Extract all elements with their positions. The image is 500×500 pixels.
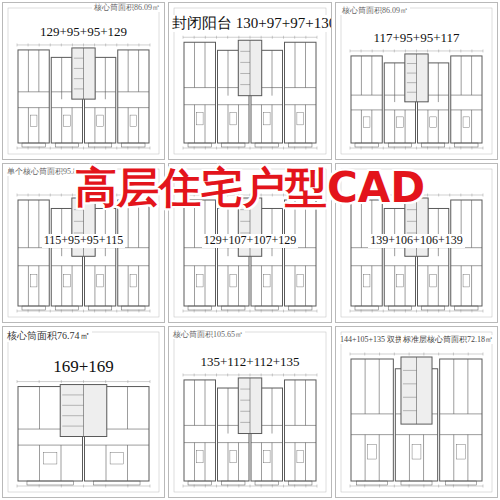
unit-mix-label: 封闭阳台 130+97+97+130 <box>170 15 332 32</box>
plan-panel: 核心筒面积86.09㎡ 129+95+95+129 <box>2 2 165 160</box>
area-note: 核心筒面积105.65㎡ <box>171 330 245 339</box>
plan-panel: 核心筒面积105.65㎡ 135+112+112+135 <box>168 326 332 498</box>
unit-mix-label: 169+169 <box>51 357 116 377</box>
plan-panel: 144+105+135 双拼标准层核心筒面积72.18㎡ <box>335 326 498 498</box>
plan-panel: 核心筒面积86.09㎡ 117+95+95+117 <box>335 2 498 160</box>
floor-plan <box>336 3 497 159</box>
plan-panel: 封闭阳台 130+97+97+130 <box>168 2 332 160</box>
plan-panel: 核心筒面积76.74㎡ 169+169 <box>2 326 165 498</box>
unit-mix-label: 115+95+95+115 <box>42 234 125 248</box>
overlay-title: 高层住宅户型CAD <box>0 160 500 216</box>
area-note: 核心筒面积76.74㎡ <box>5 330 92 342</box>
floor-plan <box>3 327 164 497</box>
area-note: 标准层核心筒面积72.18㎡ <box>401 335 495 344</box>
unit-mix-label: 129+95+95+129 <box>38 25 129 40</box>
unit-mix-label: 135+112+112+135 <box>198 355 301 370</box>
area-note: 核心筒面积86.09㎡ <box>92 3 162 12</box>
unit-mix-label: 139+106+106+139 <box>368 234 464 248</box>
unit-mix-label: 117+95+95+117 <box>371 31 461 46</box>
unit-mix-label: 129+107+107+129 <box>202 234 298 248</box>
floor-plan <box>336 327 497 497</box>
area-note: 144+105+135 双拼 <box>338 335 405 344</box>
area-note: 核心筒面积86.09㎡ <box>340 6 410 15</box>
floor-plan <box>169 327 331 497</box>
